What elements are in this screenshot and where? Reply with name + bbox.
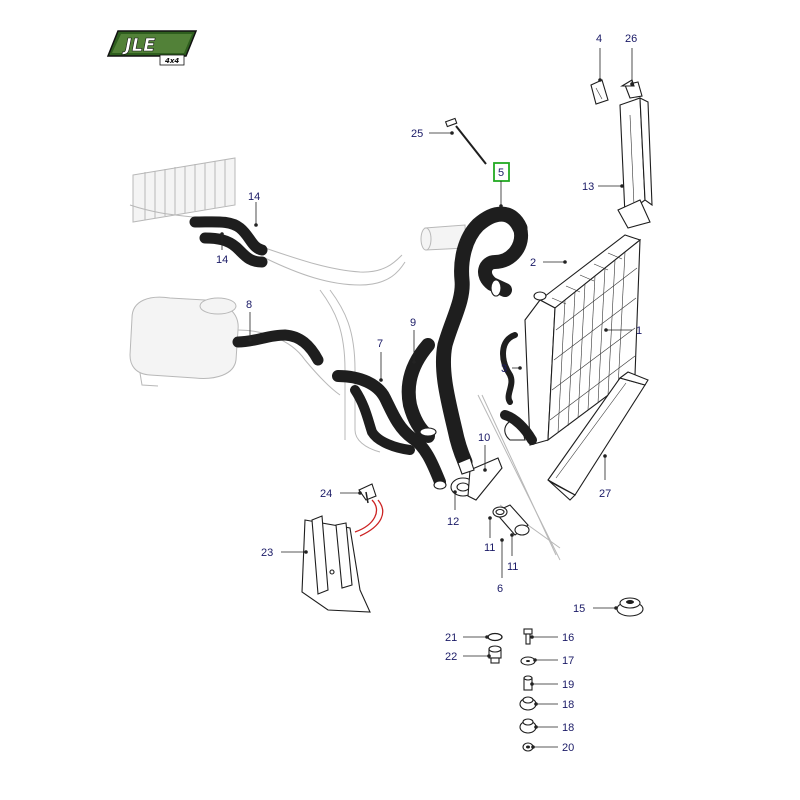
callout-label: 2 xyxy=(530,257,536,269)
callout-label: 24 xyxy=(320,488,332,500)
callout-27: 27 xyxy=(599,454,611,500)
callout-11-left: 11 xyxy=(484,516,495,554)
callout-11-right: 11 xyxy=(507,533,518,573)
callout-14-top: 14 xyxy=(248,191,260,227)
air-deflector xyxy=(547,371,649,501)
fastener-guide-line xyxy=(354,499,384,537)
highlight-box xyxy=(493,162,510,182)
ghost-expansion-tank xyxy=(129,296,239,387)
hose-7 xyxy=(332,370,446,488)
callout-label: 14 xyxy=(248,191,260,203)
thermostat-housing xyxy=(450,457,503,501)
spacer-19 xyxy=(523,675,533,691)
grommet-15 xyxy=(616,597,644,617)
radiator-fins xyxy=(549,251,638,434)
callout-label: 12 xyxy=(447,516,459,528)
callout-18-upper: 18 xyxy=(534,699,574,711)
logo-sub-text: 4x4 xyxy=(165,57,179,65)
callout-label: 27 xyxy=(599,488,611,500)
callout-4: 4 xyxy=(596,33,602,82)
radiator-support-bracket xyxy=(301,515,371,613)
clip-4 xyxy=(590,79,609,105)
heater-hose-lower xyxy=(199,232,268,268)
hose-clamp-12 xyxy=(433,480,447,490)
radiator xyxy=(500,234,642,446)
callout-label: 8 xyxy=(246,299,252,311)
callout-14-bottom: 14 xyxy=(216,232,228,266)
callout-label: 17 xyxy=(562,655,574,667)
jle-logo: JLE 4x4 xyxy=(106,30,198,66)
callout-23: 23 xyxy=(261,547,308,559)
callout-label: 15 xyxy=(573,603,585,615)
callout-label: 22 xyxy=(445,651,457,663)
callout-15: 15 xyxy=(573,603,618,615)
callout-label: 7 xyxy=(377,338,383,350)
callout-10: 10 xyxy=(478,432,490,472)
callout-label: 26 xyxy=(625,33,637,45)
callout-label: 11 xyxy=(484,542,495,554)
callout-label: 23 xyxy=(261,547,273,559)
callout-3: 3 xyxy=(501,363,522,375)
callout-12: 12 xyxy=(447,490,459,528)
callout-label: 16 xyxy=(562,632,574,644)
logo-brand-text: JLE xyxy=(122,35,156,56)
bush-18-lower xyxy=(519,718,537,734)
nut-20 xyxy=(522,742,534,752)
clip-26 xyxy=(620,79,643,99)
callout-label: 4 xyxy=(596,33,602,45)
bush-18-upper xyxy=(519,696,537,711)
callout-label: 14 xyxy=(216,254,228,266)
washer-17 xyxy=(520,656,536,666)
hose-9 xyxy=(401,338,437,443)
callout-25: 25 xyxy=(411,128,454,140)
callout-label: 10 xyxy=(478,432,490,444)
callout-label: 20 xyxy=(562,742,574,754)
callout-label: 18 xyxy=(562,699,574,711)
callout-label: 6 xyxy=(497,583,503,595)
callout-21: 21 xyxy=(445,632,489,644)
callout-8: 8 xyxy=(246,299,252,342)
push-fastener xyxy=(358,483,377,504)
callout-13: 13 xyxy=(582,181,624,193)
ghost-heater-core xyxy=(132,157,236,223)
callout-22: 22 xyxy=(445,651,491,663)
callout-6: 6 xyxy=(497,538,504,595)
expansion-tank-hose xyxy=(232,329,324,366)
bolt-16 xyxy=(523,628,533,645)
callout-label: 21 xyxy=(445,632,457,644)
callout-24: 24 xyxy=(320,488,362,500)
callout-26: 26 xyxy=(625,33,637,86)
o-ring-21 xyxy=(487,632,503,642)
callout-16: 16 xyxy=(530,632,574,644)
callout-label: 19 xyxy=(562,679,574,691)
bleed-pipe xyxy=(500,332,518,405)
callout-label: 3 xyxy=(501,363,507,375)
callout-19: 19 xyxy=(530,679,574,691)
callout-18-lower: 18 xyxy=(534,722,574,734)
callout-label: 11 xyxy=(507,561,518,573)
radiator-mounting-bracket xyxy=(617,97,653,229)
callout-label: 1 xyxy=(636,325,642,337)
callout-label: 25 xyxy=(411,128,423,140)
top-hose xyxy=(435,206,529,470)
callout-7: 7 xyxy=(377,338,383,382)
callout-label: 13 xyxy=(582,181,594,193)
radiator-top-tank-ribs xyxy=(551,252,623,305)
outlet-connector xyxy=(492,504,530,536)
callout-9: 9 xyxy=(410,317,416,364)
callout-20: 20 xyxy=(531,742,574,754)
callout-2: 2 xyxy=(530,257,567,269)
heater-hose-upper xyxy=(189,216,268,256)
callout-label: 5 xyxy=(498,167,504,179)
drain-plug-22 xyxy=(488,645,502,664)
callout-5: 5 xyxy=(493,162,510,208)
callout-1: 1 xyxy=(604,325,642,337)
callout-label: 9 xyxy=(410,317,416,329)
callout-label: 18 xyxy=(562,722,574,734)
bleed-pin xyxy=(444,117,487,165)
callout-17: 17 xyxy=(533,655,574,667)
